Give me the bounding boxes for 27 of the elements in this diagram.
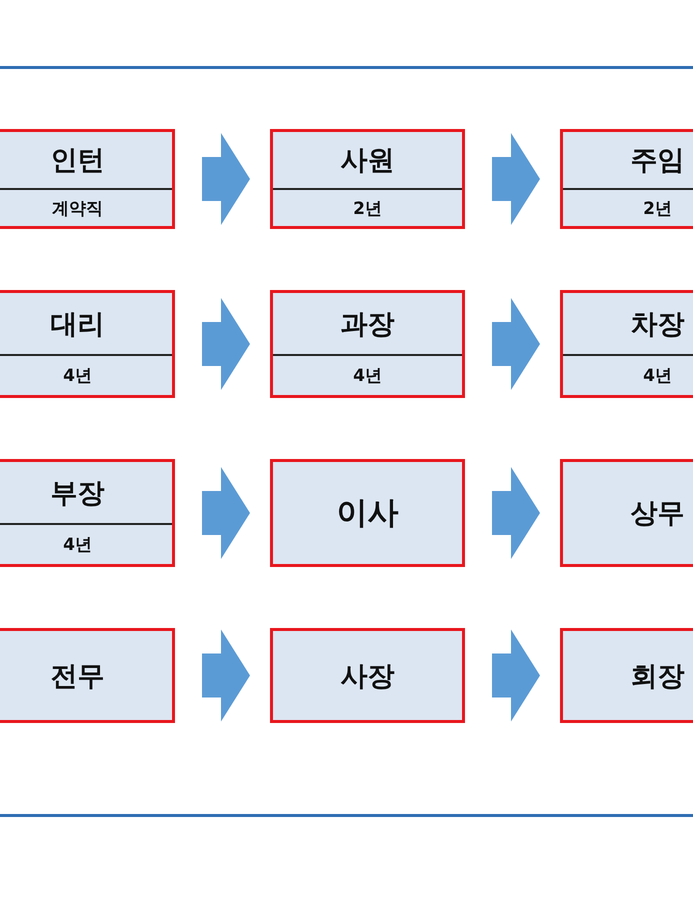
rank-title: 과장	[340, 308, 396, 342]
rank-title: 사원	[340, 144, 396, 178]
tenure-label: 2년	[273, 188, 462, 226]
rank-title: 사장	[340, 660, 396, 694]
tenure-label: 4년	[563, 354, 693, 395]
rank-title: 회장	[630, 660, 686, 694]
rank-title: 주임	[630, 144, 686, 178]
rank-title: 이사	[336, 494, 400, 533]
tenure-label: 4년	[0, 523, 172, 564]
rank-box	[270, 129, 465, 229]
tenure-label: 4년	[273, 354, 462, 395]
rank-title: 전무	[50, 660, 106, 694]
rank-box	[270, 628, 465, 723]
rank-box	[270, 459, 465, 567]
rank-box	[0, 459, 175, 567]
rank-title: 차장	[630, 308, 686, 342]
rank-title: 부장	[50, 476, 106, 510]
rank-box	[0, 129, 175, 229]
tenure-label: 계약직	[0, 188, 172, 226]
rank-title: 상무	[630, 497, 686, 531]
rank-box	[0, 290, 175, 398]
tenure-label: 4년	[0, 354, 172, 395]
rank-title: 인턴	[50, 144, 106, 178]
tenure-label: 2년	[563, 188, 693, 226]
rank-box	[270, 290, 465, 398]
rank-box	[0, 628, 175, 723]
rank-title: 대리	[50, 308, 106, 342]
